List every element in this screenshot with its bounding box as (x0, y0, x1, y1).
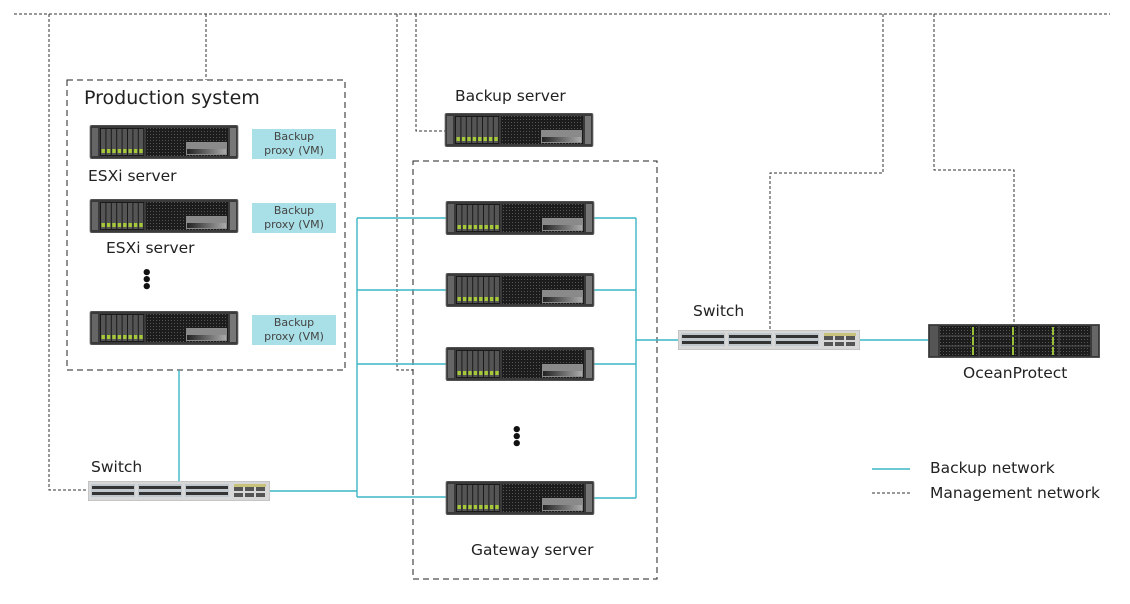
gateway-server-4[interactable] (445, 481, 595, 515)
esxi-server-3[interactable] (89, 311, 239, 345)
esxi-server-1[interactable] (89, 125, 239, 159)
oceanprotect-label: OceanProtect (963, 364, 1068, 382)
mgmt-to-oceanprotect (933, 14, 1015, 325)
management-network-lines (14, 13, 1110, 491)
proxy-label-line2: proxy (VM) (264, 144, 324, 157)
backup-server-label: Backup server (455, 87, 566, 105)
legend-backup-network: Backup network (930, 459, 1055, 477)
production-ellipsis-icon: ••• (141, 263, 153, 298)
oceanprotect-storage[interactable] (928, 324, 1100, 358)
esxi-server-1-label: ESXi server (88, 167, 177, 185)
esxi-server-2-label: ESXi server (106, 239, 195, 257)
proxy-label-line1: Backup (273, 130, 315, 143)
backup-server[interactable] (444, 113, 594, 147)
mgmt-to-right-switch (769, 14, 884, 330)
esxi-server-2[interactable] (89, 199, 239, 233)
production-system-title: Production system (84, 87, 260, 109)
proxy-label-line2: proxy (VM) (264, 218, 324, 231)
right-switch-label: Switch (693, 302, 745, 320)
gateway-server-1[interactable] (445, 201, 595, 235)
proxy-label-line1: Backup (273, 316, 315, 329)
gateway-server-3[interactable] (445, 347, 595, 381)
production-system-box (66, 79, 346, 371)
mgmt-to-left-switch (48, 14, 88, 491)
backup-network-lines (178, 217, 928, 499)
mgmt-to-gateway (396, 14, 413, 371)
right-switch[interactable] (678, 330, 860, 350)
proxy-label-line2: proxy (VM) (264, 330, 324, 343)
proxy-label-line1: Backup (273, 204, 315, 217)
left-switch-label: Switch (91, 458, 143, 476)
gateway-ellipsis-icon: ••• (511, 420, 523, 455)
legend-management-network: Management network (930, 484, 1100, 502)
mgmt-to-backup-server (415, 14, 446, 132)
gateway-server-2[interactable] (445, 273, 595, 307)
left-switch[interactable] (88, 481, 270, 501)
gateway-server-label: Gateway server (471, 541, 594, 559)
